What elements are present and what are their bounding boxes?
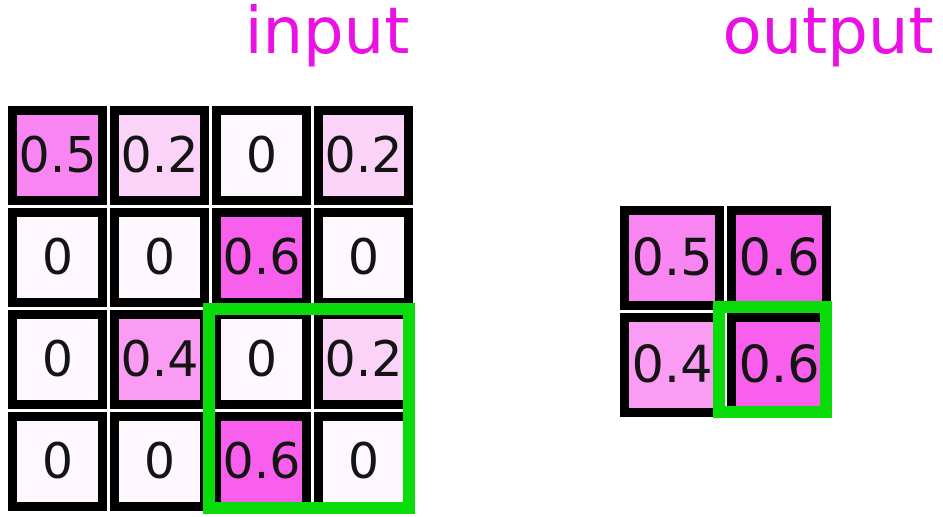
input-cell-r1c1: 0 [110, 208, 209, 307]
input-cell-r1c0: 0 [8, 208, 107, 307]
input-cell-r0c0: 0.5 [8, 106, 107, 205]
input-cell-r3c0: 0 [8, 412, 107, 511]
output-grid-title: output [722, 0, 934, 69]
output-cell-r1c1: 0.6 [727, 313, 831, 417]
input-cell-r2c3: 0.2 [314, 310, 413, 409]
input-cell-r3c2: 0.6 [212, 412, 311, 511]
output-cell-r0c1: 0.6 [727, 206, 831, 310]
input-cell-r0c1: 0.2 [110, 106, 209, 205]
input-cell-r0c2: 0 [212, 106, 311, 205]
input-cell-r2c2: 0 [212, 310, 311, 409]
input-cell-r1c2: 0.6 [212, 208, 311, 307]
output-cell-r0c0: 0.5 [620, 206, 724, 310]
input-cell-r3c3: 0 [314, 412, 413, 511]
input-grid-title: input [244, 0, 410, 69]
output-cell-r1c0: 0.4 [620, 313, 724, 417]
input-cell-r1c3: 0 [314, 208, 413, 307]
input-cell-r0c3: 0.2 [314, 106, 413, 205]
input-cell-r3c1: 0 [110, 412, 209, 511]
input-cell-r2c1: 0.4 [110, 310, 209, 409]
input-cell-r2c0: 0 [8, 310, 107, 409]
